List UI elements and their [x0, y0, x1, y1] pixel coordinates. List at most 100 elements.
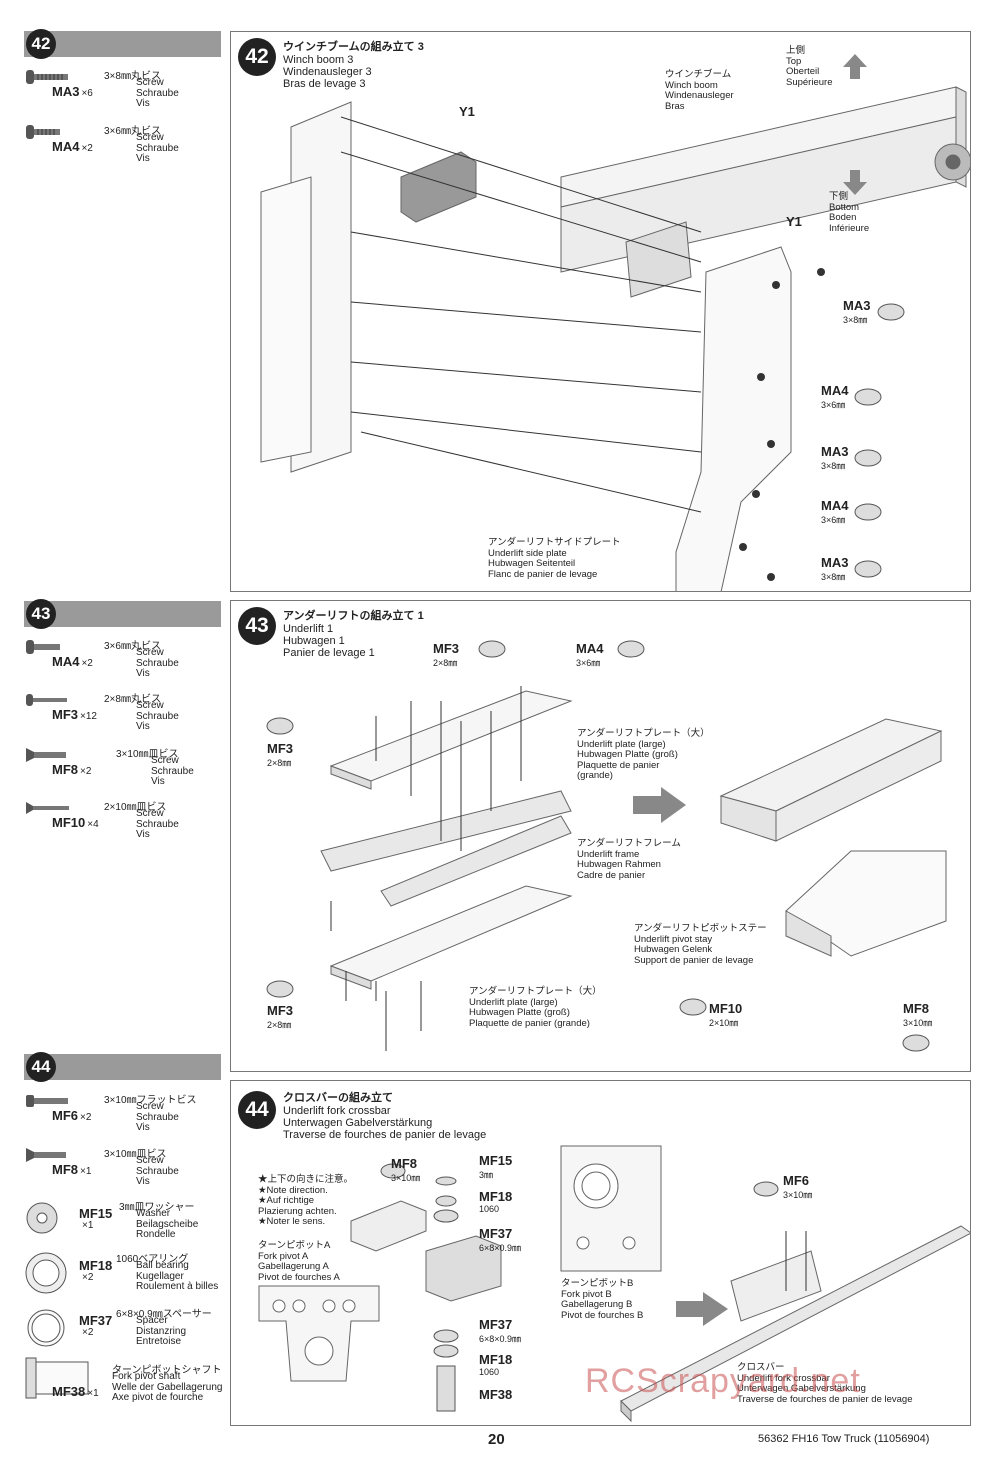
underlift-diagram [266, 640, 947, 1052]
step-44-title: クロスバーの組み立て Underlift fork crossbar Unter… [283, 1092, 487, 1141]
screw-icon [26, 70, 68, 84]
plate-bottom-label: アンダーリフトプレート（大）Underlift plate (large)Hub… [469, 986, 602, 1029]
bearing-icon [25, 1252, 67, 1294]
screw-icon [26, 640, 60, 654]
screw-icon [26, 125, 60, 139]
part-code: MA4×2 [52, 654, 93, 669]
part-jp: 2×8㎜丸ビス [104, 694, 161, 705]
step-42-panel: 42 ウインチブームの組み立て 3 Winch boom 3 Windenaus… [230, 31, 971, 592]
product-ref: 56362 FH16 Tow Truck (11056904) [758, 1433, 930, 1445]
part-code: MF8×1 [52, 1162, 92, 1177]
part-code: MF6×2 [52, 1108, 92, 1123]
step-44-badge: 44 [26, 1052, 56, 1082]
part-jp: 2×10㎜皿ビス [104, 802, 167, 813]
part-qty: ×1 [82, 1220, 94, 1231]
part-code: MF15 [79, 1206, 113, 1221]
part-code: MF18 [79, 1258, 113, 1273]
crossbar-diagram [258, 1145, 970, 1423]
part-jp: 3×10㎜皿ビス [116, 749, 179, 760]
callout-mf38: MF38 [479, 1387, 513, 1402]
part-code: MF38×1 [52, 1384, 99, 1399]
part-jp: 3×10㎜フラットビス [104, 1095, 197, 1106]
shaft-icon [25, 1357, 89, 1399]
countersunk-screw-icon [26, 802, 69, 814]
part-code: MF37 [79, 1313, 113, 1328]
screw-icon [26, 694, 67, 706]
part-jp: 3×6㎜丸ビス [104, 126, 161, 137]
washer-icon [26, 1202, 58, 1234]
step-44-big-badge: 44 [238, 1091, 276, 1129]
part-qty: ×2 [82, 1327, 94, 1338]
part-jp: 3×8㎜丸ビス [104, 71, 161, 82]
step-43-panel: 43 アンダーリフトの組み立て 1 Underlift 1 Hubwagen 1… [230, 600, 971, 1072]
part-jp: 3㎜皿ワッシャー [119, 1202, 195, 1213]
step-43-big-badge: 43 [238, 607, 276, 645]
plate-top-label: アンダーリフトプレート（大）Underlift plate (large)Hub… [577, 728, 710, 781]
step-44-panel: 44 クロスバーの組み立て Underlift fork crossbar Un… [230, 1080, 971, 1426]
part-jp: 1060ベアリング [116, 1254, 189, 1265]
part-code: MA3×6 [52, 84, 93, 99]
part-code: MF3×12 [52, 707, 97, 722]
step-42-badge: 42 [26, 29, 56, 59]
step-43-title: アンダーリフトの組み立て 1 Underlift 1 Hubwagen 1 Pa… [283, 610, 424, 659]
part-code: MF10×4 [52, 815, 99, 830]
part-qty: ×2 [82, 1272, 94, 1283]
countersunk-screw-icon [26, 1148, 66, 1162]
watermark: RCScrapyard.net [585, 1362, 861, 1400]
y1-label: Y1 [459, 104, 475, 119]
page-number: 20 [488, 1431, 505, 1448]
spacer-icon [27, 1309, 65, 1347]
part-jp: 3×6㎜丸ビス [104, 641, 161, 652]
part-code: MA4×2 [52, 139, 93, 154]
step-43-badge: 43 [26, 599, 56, 629]
flat-screw-icon [26, 1095, 68, 1107]
part-code: MF8×2 [52, 762, 92, 777]
winch-boom-diagram [260, 54, 970, 591]
